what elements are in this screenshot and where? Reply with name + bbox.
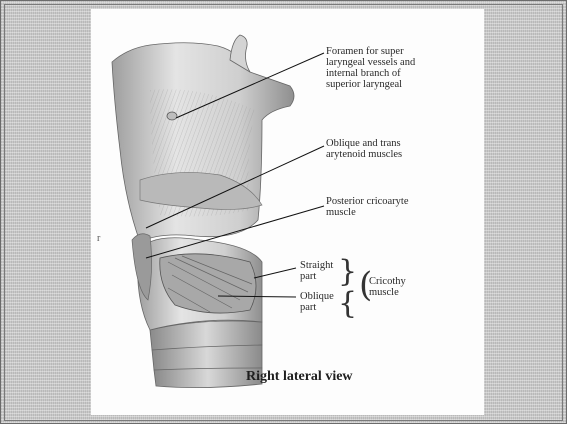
label-oblique-transverse-line-1: Oblique and trans <box>326 138 402 149</box>
label-foramen-line-1: Foramen for super <box>326 46 415 57</box>
label-foramen-line-2: laryngeal vessels and <box>326 57 415 68</box>
label-oblique-part: Oblique part <box>300 291 334 313</box>
label-foramen-line-4: superior laryngeal <box>326 79 415 90</box>
label-posterior-cricoarytenoid: Posterior cricoaryte muscle <box>326 196 409 218</box>
label-cricothyroid-line-1: Cricothy <box>369 276 406 287</box>
label-posterior-line-1: Posterior cricoaryte <box>326 196 409 207</box>
brace-straight: } <box>338 254 357 289</box>
label-cricothyroid-muscle: Cricothy muscle <box>369 276 406 298</box>
label-oblique-transverse-line-2: arytenoid muscles <box>326 149 402 160</box>
brace-oblique: { <box>338 286 357 321</box>
label-oblique-transverse-arytenoid: Oblique and trans arytenoid muscles <box>326 138 402 160</box>
label-foramen: Foramen for super laryngeal vessels and … <box>326 46 415 90</box>
label-foramen-line-3: internal branch of <box>326 68 415 79</box>
label-oblique-line-1: Oblique <box>300 291 334 302</box>
thyroid-foramen <box>167 112 177 120</box>
posterior-cricoarytenoid-region <box>132 234 152 300</box>
label-straight-line-1: Straight <box>300 260 333 271</box>
stray-mark: r <box>97 233 100 244</box>
label-straight-line-2: part <box>300 271 333 282</box>
label-oblique-line-2: part <box>300 302 334 313</box>
label-posterior-line-2: muscle <box>326 207 409 218</box>
label-straight-part: Straight part <box>300 260 333 282</box>
label-cricothyroid-line-2: muscle <box>369 287 406 298</box>
figure-caption: Right lateral view <box>246 369 353 385</box>
